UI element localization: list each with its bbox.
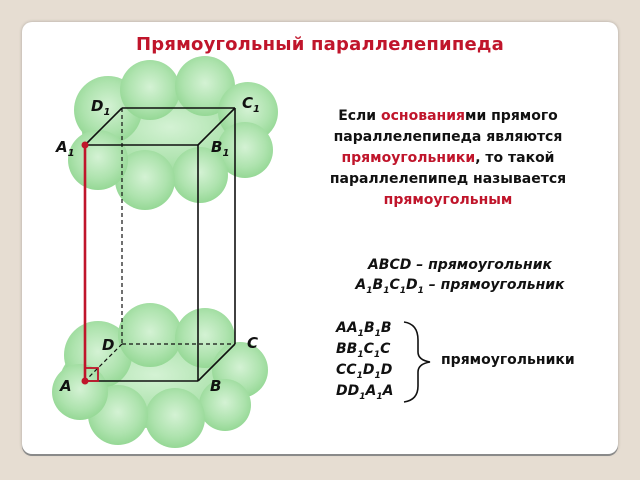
visible-edges	[84, 107, 236, 382]
vertex-a-dot	[81, 377, 89, 385]
lateral-faces-list: AA1B1B BB1C1C CC1D1D DD1A1A	[336, 318, 393, 402]
base-a1b1c1d1: A1B1C1D1 – прямоугольник	[355, 277, 565, 296]
definition-text: Если основаниями прямого параллелепипеда…	[329, 108, 567, 208]
right-angle-marker	[84, 367, 99, 382]
label-d1: D1	[91, 97, 111, 118]
label-a: A	[60, 377, 72, 395]
top-cloud	[68, 56, 278, 210]
face-bb1c1c: BB1C1C	[336, 341, 391, 360]
faces-label: прямоугольники	[441, 352, 575, 368]
label-a1: A1	[56, 138, 75, 159]
label-c: C	[247, 334, 259, 352]
hidden-edges	[84, 108, 235, 382]
label-c1: C1	[242, 94, 260, 115]
base-abcd: ABCD – прямоугольник	[367, 257, 553, 273]
page-title: Прямоугольный параллелепипеда	[135, 34, 504, 55]
face-cc1d1d: CC1D1D	[336, 362, 393, 381]
label-b: B	[210, 377, 222, 395]
label-d: D	[102, 336, 115, 354]
face-aa1b1b: AA1B1B	[336, 320, 392, 339]
face-dd1a1a: DD1A1A	[336, 383, 394, 402]
bottom-cloud	[52, 303, 268, 448]
bases-statement: ABCD – прямоугольник A1B1C1D1 – прямоуго…	[320, 255, 600, 301]
label-b1: B1	[211, 138, 230, 159]
vertex-a1-dot	[81, 141, 89, 149]
